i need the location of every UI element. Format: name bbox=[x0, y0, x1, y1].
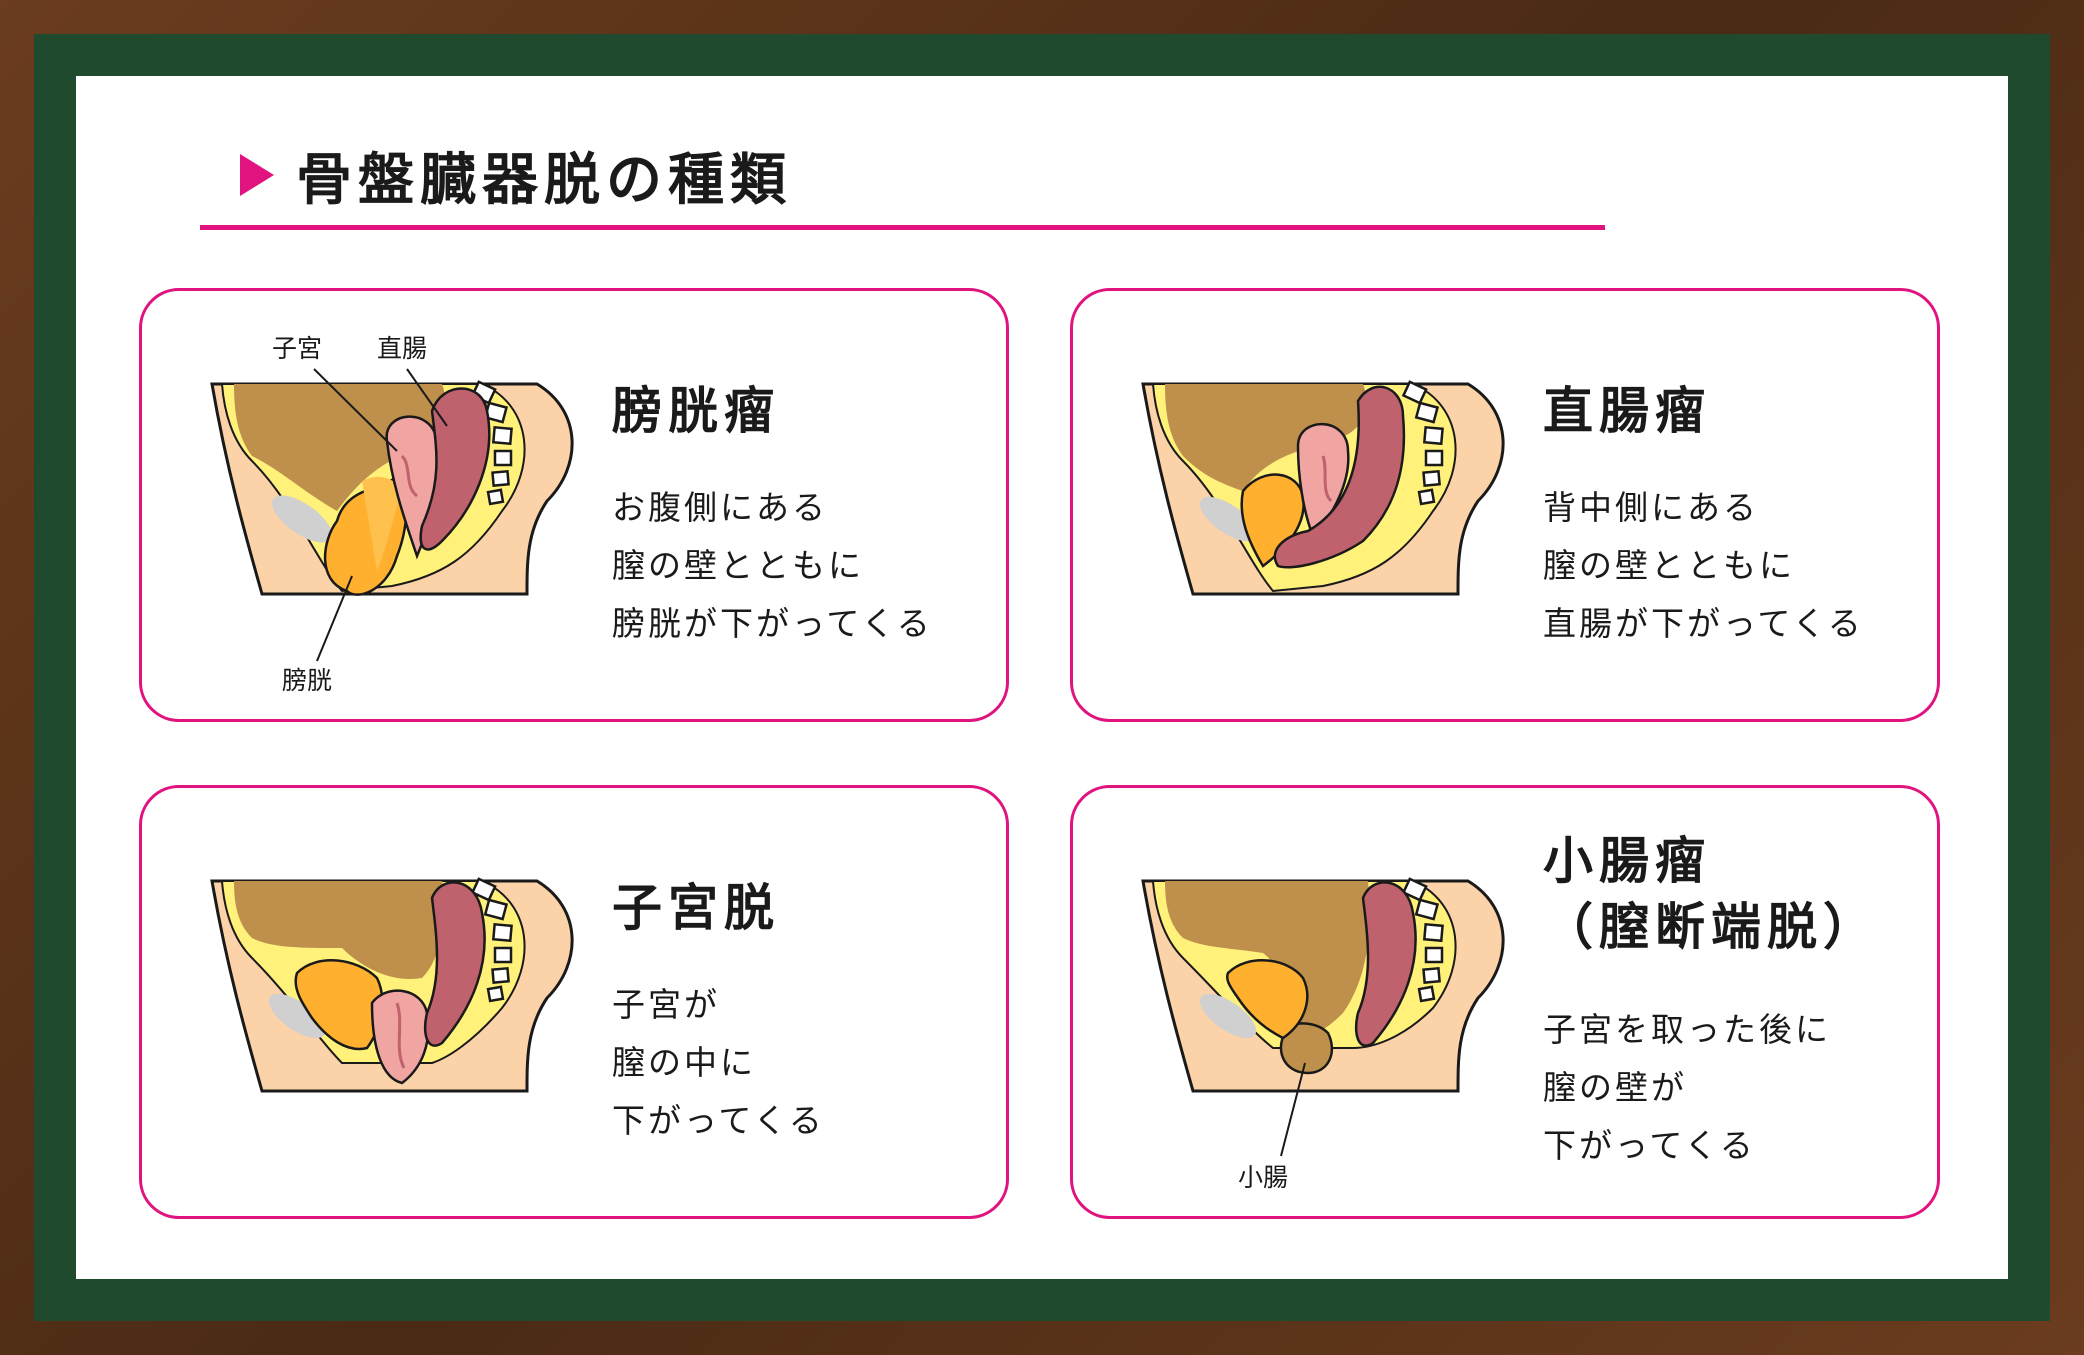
triangle-arrow-icon bbox=[240, 154, 274, 196]
label-bladder: 膀胱 bbox=[282, 666, 332, 695]
card-title: 直腸瘤 bbox=[1543, 382, 1711, 440]
card-enterocele: 小腸 小腸瘤 （膣断端脱） 子宮を取った後に 膣の壁が 下がってくる bbox=[1070, 785, 1940, 1219]
page-title: 骨盤臓器脱の種類 bbox=[296, 147, 792, 213]
card-title: 子宮脱 bbox=[612, 879, 780, 937]
label-rectum: 直腸 bbox=[377, 334, 427, 363]
title-underline bbox=[200, 225, 1605, 230]
card-rectocele: 直腸瘤 背中側にある 膣の壁とともに 直腸が下がってくる bbox=[1070, 288, 1940, 722]
card-title: 膀胱瘤 bbox=[612, 382, 780, 440]
card-description: 子宮を取った後に 膣の壁が 下がってくる bbox=[1543, 1010, 1831, 1165]
cystocele-diagram: 子宮 直腸 膀胱 bbox=[210, 334, 574, 695]
card-uterine-prolapse: 子宮脱 子宮が 膣の中に 下がってくる bbox=[139, 785, 1009, 1219]
label-uterus: 子宮 bbox=[272, 334, 322, 363]
card-description: 子宮が 膣の中に 下がってくる bbox=[612, 985, 825, 1140]
uterine-prolapse-diagram bbox=[210, 877, 574, 1093]
title-row: 骨盤臓器脱の種類 bbox=[240, 140, 792, 213]
card-description: お腹側にある 膣の壁とともに 膀胱が下がってくる bbox=[612, 488, 933, 643]
card-title: 小腸瘤 （膣断端脱） bbox=[1543, 832, 1879, 956]
rectocele-diagram bbox=[1141, 380, 1505, 596]
label-small-intestine: 小腸 bbox=[1238, 1163, 1288, 1192]
card-description: 背中側にある 膣の壁とともに 直腸が下がってくる bbox=[1543, 488, 1864, 643]
card-cystocele: 子宮 直腸 膀胱 膀胱瘤 お腹側にある 膣の壁とともに 膀胱が下がってくる bbox=[139, 288, 1009, 722]
enterocele-diagram: 小腸 bbox=[1141, 877, 1505, 1192]
